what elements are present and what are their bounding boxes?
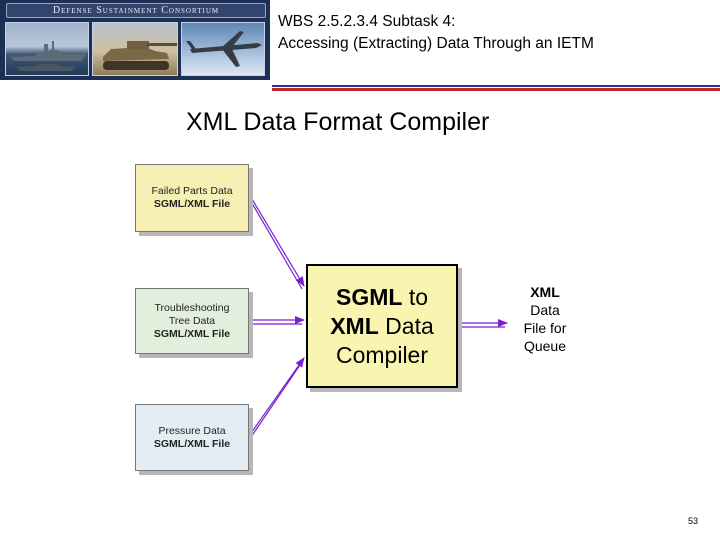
output-line-2: Data [530, 302, 560, 318]
banner-tank-image [92, 22, 178, 76]
input-troubleshooting-label-2: Tree Data [168, 314, 216, 327]
input-troubleshooting-box: Troubleshooting Tree Data SGML/XML File [135, 288, 249, 354]
header-title: WBS 2.5.2.3.4 Subtask 4: Accessing (Extr… [278, 11, 594, 55]
output-line-1: XML [530, 284, 560, 300]
header-title-line-2: Accessing (Extracting) Data Through an I… [278, 35, 594, 52]
input-failed-parts-box: Failed Parts Data SGML/XML File [135, 164, 249, 232]
arrow-failed-parts [248, 193, 305, 287]
compiler-box: SGML to XML Data Compiler [306, 264, 458, 388]
arrow-pressure [248, 357, 305, 437]
page-number: 53 [688, 516, 699, 526]
input-troubleshooting-format: SGML/XML File [153, 327, 231, 340]
output-line-3: File for [523, 320, 567, 336]
header-title-line-1: WBS 2.5.2.3.4 Subtask 4: [278, 13, 456, 30]
compiler-line-1: SGML to [335, 283, 429, 310]
header-rule-blue [272, 85, 720, 87]
input-pressure-format: SGML/XML File [153, 437, 231, 450]
compiler-line-2: XML Data [330, 312, 434, 339]
compiler-line-3: Compiler [335, 341, 429, 368]
banner-ships-image [5, 22, 89, 76]
banner-title: Defense Sustainment Consortium [6, 3, 266, 18]
slide-title: XML Data Format Compiler [186, 108, 490, 136]
input-pressure-box: Pressure Data SGML/XML File [135, 404, 249, 471]
banner-aircraft-image [181, 22, 265, 76]
input-failed-parts-label: Failed Parts Data [151, 185, 233, 197]
input-troubleshooting-label: Troubleshooting [154, 301, 230, 314]
header-banner: Defense Sustainment Consortium [0, 0, 270, 80]
input-failed-parts-format: SGML/XML File [153, 198, 231, 210]
header-rule-red [272, 88, 720, 91]
output-label: XML Data File for Queue [502, 283, 588, 355]
output-line-4: Queue [523, 338, 567, 354]
input-pressure-label: Pressure Data [158, 424, 226, 437]
